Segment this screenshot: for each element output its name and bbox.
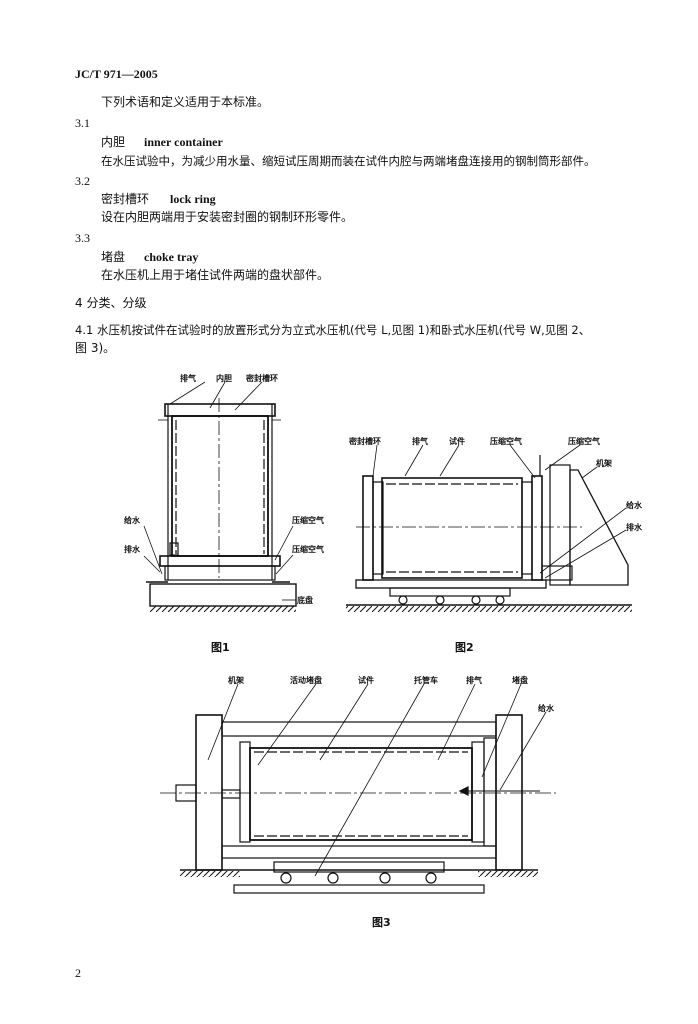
term-number: 3.2	[75, 174, 90, 188]
intro-text: 下列术语和定义适用于本标准。	[101, 95, 270, 109]
fig2-label-frame: 机架	[596, 458, 612, 468]
term-definition: 在水压试验中，为减少用水量、缩短试压周期而装在试件内腔与两端堵盘连接用的钢制筒形…	[101, 154, 596, 168]
fig2-label-exhaust: 排气	[412, 436, 428, 446]
fig3-label-water-in: 给水	[538, 703, 555, 713]
figure1-labels: 排气 内胆 密封槽环 给水 排水 压缩空气 压缩空气 底盘	[124, 373, 324, 605]
figure2-diagram	[346, 444, 632, 606]
term-name-zh: 内胆	[101, 135, 126, 149]
term-name-en: choke tray	[144, 250, 199, 264]
section-heading: 4 分类、分级	[75, 296, 147, 310]
figure2-labels: 密封槽环 排气 试件 压缩空气 压缩空气 机架 给水 排水	[348, 436, 643, 532]
term-name-en: lock ring	[170, 192, 216, 206]
fig1-label-lock-ring: 密封槽环	[245, 373, 278, 383]
fig3-label-movable-tray: 活动堵盘	[290, 675, 322, 685]
fig1-label-air: 压缩空气	[292, 544, 324, 554]
fig2-label-air: 压缩空气	[490, 436, 522, 446]
fig1-label-water-in: 给水	[124, 515, 141, 525]
fig3-label-tray: 堵盘	[512, 675, 528, 685]
term-name-zh: 堵盘	[101, 250, 126, 264]
figure2-caption: 图2	[455, 641, 474, 654]
fig2-label-water-in: 给水	[626, 500, 643, 510]
term-definition: 设在内胆两端用于安装密封圈的钢制环形零件。	[101, 210, 354, 224]
term-name-zh: 密封槽环	[101, 192, 150, 206]
fig3-label-carriage: 托管车	[414, 675, 438, 685]
ground-hatching	[150, 606, 632, 877]
paragraph-line: 4.1 水压机按试件在试验时的放置形式分为立式水压机(代号 L,见图 1)和卧式…	[75, 323, 591, 337]
fig1-label-air: 压缩空气	[292, 515, 324, 525]
figure3-labels: 机架 活动堵盘 试件 托管车 排气 堵盘 给水	[228, 675, 555, 713]
fig3-label-frame: 机架	[228, 675, 244, 685]
figure1-caption: 图1	[211, 641, 230, 654]
fig2-label-water-out: 排水	[626, 522, 643, 532]
term-name-en: inner container	[144, 135, 223, 149]
standard-code: JC/T 971—2005	[75, 67, 158, 81]
figure3-diagram	[160, 683, 556, 894]
fig3-label-specimen: 试件	[358, 675, 374, 685]
fig2-label-lock-ring: 密封槽环	[348, 436, 381, 446]
fig2-label-air: 压缩空气	[568, 436, 600, 446]
fig2-label-specimen: 试件	[449, 436, 465, 446]
term-definition: 在水压机上用于堵住试件两端的盘状部件。	[101, 268, 330, 282]
term-number: 3.1	[75, 116, 90, 130]
figure1-diagram	[143, 381, 297, 607]
fig1-label-base: 底盘	[296, 595, 313, 605]
fig1-label-inner: 内胆	[216, 373, 232, 383]
figure3-caption: 图3	[372, 916, 391, 929]
fig1-label-water-out: 排水	[124, 544, 141, 554]
term-number: 3.3	[75, 231, 90, 245]
fig1-label-exhaust: 排气	[180, 373, 196, 383]
page-number: 2	[75, 966, 81, 980]
fig3-label-exhaust: 排气	[466, 675, 482, 685]
paragraph-line: 图 3)。	[75, 341, 116, 355]
